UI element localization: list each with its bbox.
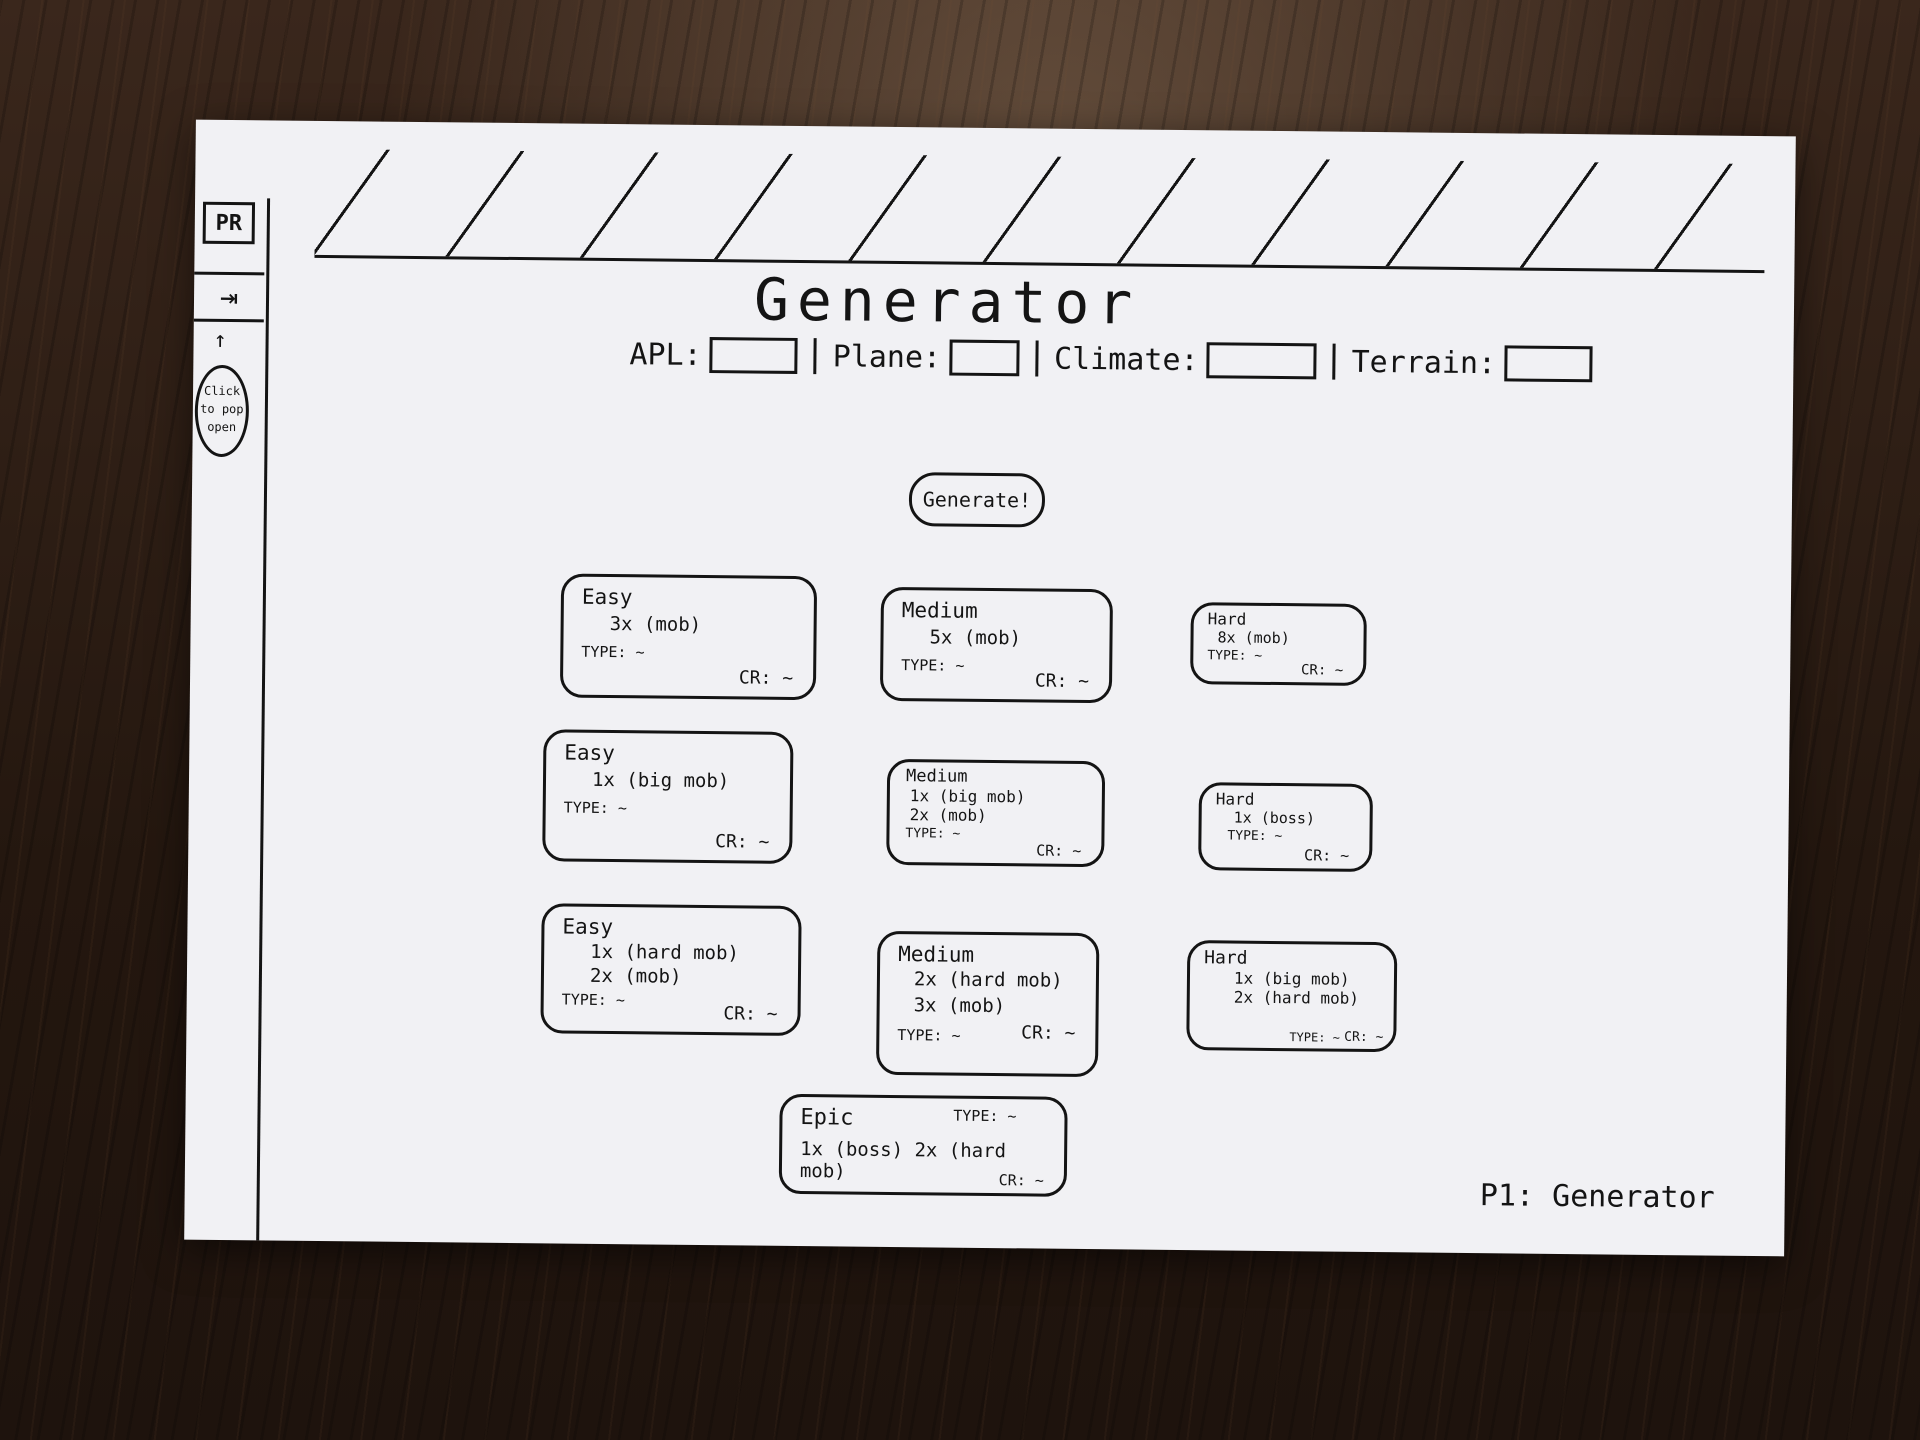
card-difficulty: Easy <box>562 914 614 940</box>
card-line: 1x (boss) <box>1233 808 1316 828</box>
arrow-up-icon: ↑ <box>213 327 227 353</box>
card-line: 5x (mob) <box>929 626 1022 650</box>
card-cr: CR: ~ <box>998 1171 1044 1190</box>
card-difficulty: Medium <box>905 766 968 787</box>
card-cr: CR: ~ <box>1036 841 1082 860</box>
card-type: TYPE: ~ <box>905 826 961 842</box>
terrain-input[interactable] <box>1503 345 1593 383</box>
card-line: 1x (big mob) <box>909 786 1026 807</box>
card-line: 2x (mob) <box>909 805 987 825</box>
encounter-card[interactable]: Medium 5x (mob) TYPE: ~ CR: ~ <box>879 586 1114 704</box>
encounter-card[interactable]: Easy 1x (big mob) TYPE: ~ CR: ~ <box>542 729 794 864</box>
card-type: TYPE: ~ <box>1289 1030 1341 1045</box>
sidebar <box>184 197 271 1241</box>
page-title: Generator <box>753 265 1141 338</box>
card-type: TYPE: ~ <box>953 1106 1017 1126</box>
card-difficulty: Hard <box>1207 609 1247 629</box>
generate-button[interactable]: Generate! <box>908 472 1046 528</box>
card-cr: CR: ~ <box>1304 846 1350 865</box>
encounter-card[interactable]: Easy 3x (mob) TYPE: ~ CR: ~ <box>559 573 818 701</box>
card-line: 1x (big mob) <box>591 768 730 793</box>
card-cr: CR: ~ <box>715 831 770 853</box>
card-difficulty: Hard <box>1215 789 1255 809</box>
card-type: TYPE: ~ <box>1227 828 1283 845</box>
climate-input[interactable] <box>1206 342 1317 380</box>
encounter-card[interactable]: Medium 2x (hard mob) 3x (mob) TYPE: ~ CR… <box>875 930 1100 1078</box>
encounter-card[interactable]: Easy 1x (hard mob) 2x (mob) TYPE: ~ CR: … <box>540 903 802 1037</box>
encounter-card-epic[interactable]: Epic TYPE: ~ 1x (boss) 2x (hard mob) CR:… <box>778 1093 1068 1197</box>
card-cr: CR: ~ <box>1300 662 1344 679</box>
filter-apl: APL: <box>613 336 814 374</box>
encounter-card[interactable]: Hard 1x (big mob) 2x (hard mob) TYPE: ~ … <box>1186 940 1398 1053</box>
card-line: 8x (mob) <box>1217 628 1290 648</box>
note-line: to pop <box>200 401 244 417</box>
page-label: P1: Generator <box>1479 1178 1715 1216</box>
card-difficulty: Hard <box>1204 947 1248 969</box>
filter-climate: Climate: <box>1034 340 1333 380</box>
filter-terrain: Terrain: <box>1332 343 1609 383</box>
filter-label: Plane: <box>832 338 942 375</box>
top-header-bar <box>314 148 1766 274</box>
card-difficulty: Easy <box>564 740 616 766</box>
card-line: 2x (hard mob) <box>913 968 1063 992</box>
apl-input[interactable] <box>709 337 798 374</box>
note-line: open <box>207 419 237 435</box>
card-cr: CR: ~ <box>1021 1022 1076 1044</box>
card-line: 2x (hard mob) <box>1233 987 1360 1008</box>
card-line: 3x (mob) <box>609 613 702 636</box>
plane-input[interactable] <box>948 339 1020 377</box>
note-line: Click <box>203 383 241 399</box>
encounter-card[interactable]: Medium 1x (big mob) 2x (mob) TYPE: ~ CR:… <box>886 758 1106 868</box>
logo[interactable]: PR <box>202 201 256 245</box>
card-cr: CR: ~ <box>1344 1029 1384 1046</box>
card-line: 2x (mob) <box>589 964 682 988</box>
card-line: 1x (big mob) <box>1233 968 1350 989</box>
filter-plane: Plane: <box>813 338 1036 377</box>
card-difficulty: Easy <box>581 584 633 610</box>
sidebar-expand-button[interactable]: ⇥ <box>193 271 265 323</box>
arrow-right-to-bar-icon: ⇥ <box>219 279 239 315</box>
card-difficulty: Medium <box>898 942 975 967</box>
encounter-card[interactable]: Hard 1x (boss) TYPE: ~ CR: ~ <box>1198 782 1374 873</box>
filter-label: APL: <box>629 336 702 373</box>
card-type: TYPE: ~ <box>581 642 645 662</box>
card-cr: CR: ~ <box>723 1003 778 1025</box>
card-cr: CR: ~ <box>738 667 794 689</box>
paper-sketch: PR ⇥ ↑ Click to pop open Generator APL: … <box>184 119 1796 1257</box>
filter-label: Terrain: <box>1351 344 1497 381</box>
card-cr: CR: ~ <box>1034 670 1090 693</box>
card-type: TYPE: ~ <box>563 798 628 818</box>
card-line: 3x (mob) <box>913 994 1006 1018</box>
filter-label: Climate: <box>1053 341 1199 378</box>
encounter-card[interactable]: Hard 8x (mob) TYPE: ~ CR: ~ <box>1190 602 1367 686</box>
card-difficulty: Medium <box>901 598 978 623</box>
card-line: 1x (hard mob) <box>590 940 740 965</box>
filter-bar: APL: Plane: Climate: Terrain: <box>613 336 1609 383</box>
